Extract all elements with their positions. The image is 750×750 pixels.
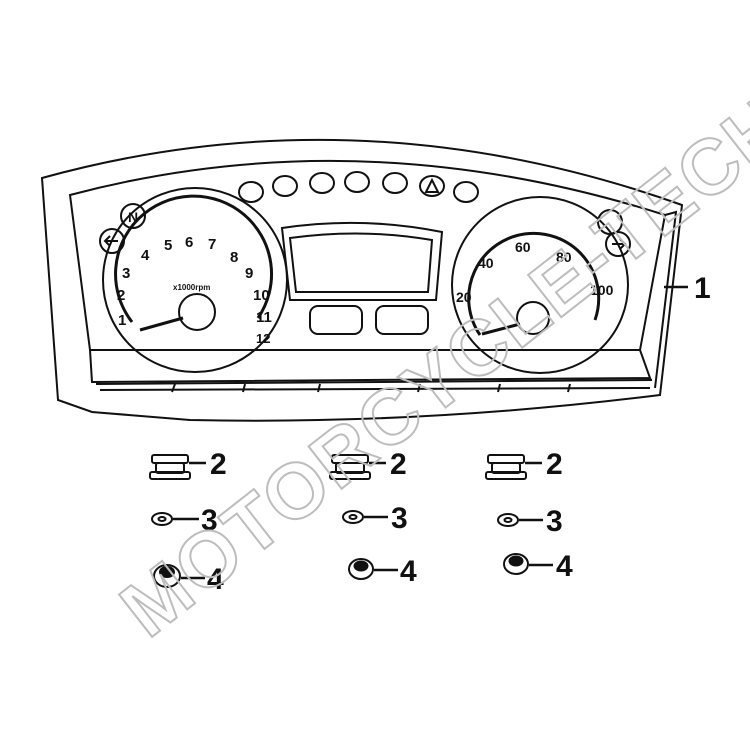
tach-number: 12 [256,331,270,346]
washer-part [497,513,543,527]
callout-4: 4 [556,550,573,583]
grommet-part [485,454,542,480]
callout-4: 4 [207,563,224,596]
indicator-temp [382,172,408,194]
tachometer-tick-arc [114,194,273,323]
tach-number: 5 [164,237,172,254]
indicator-warning [419,175,445,197]
tach-unit-label: x1000rpm [173,283,210,292]
grommets [149,454,542,480]
indicator-lamps [238,171,479,203]
nut-part [153,564,205,588]
speed-number: 20 [456,289,472,305]
callout-3: 3 [546,505,563,538]
washer-part [342,510,388,524]
callout-2: 2 [546,448,563,481]
cluster-housing-outer [40,138,684,422]
turn-right-arrow-icon [612,238,627,250]
tach-number: 8 [230,249,238,266]
instrument-cluster [40,138,688,422]
tach-number: 11 [256,309,272,326]
tach-number: 4 [141,247,150,264]
speedometer-dial [451,196,629,374]
tach-number: 2 [117,287,125,304]
speedometer-hub [516,301,550,335]
lcd-button-right [375,305,429,335]
speed-number: 100 [590,282,614,298]
tachometer-needle [139,316,184,332]
indicator-fuel [453,181,479,203]
neutral-indicator [120,203,146,229]
lcd-display [280,221,444,301]
turn-left-arrow-icon [103,235,118,247]
lcd-button-left [309,305,363,335]
indicator-low-beam [238,181,264,203]
tach-number: 3 [122,265,130,282]
neutral-indicator-label: N [128,209,138,225]
tachometer-hub [178,293,216,331]
grommet-part [149,454,206,480]
nut-part [348,558,398,580]
turn-right-indicator [605,231,631,257]
tach-number: 9 [245,265,253,282]
tach-number: 6 [185,234,193,251]
callout-2: 2 [210,448,227,481]
callout-2: 2 [390,448,407,481]
indicator-high-beam [272,175,298,197]
indicator-oil [344,171,370,193]
speedometer-needle [481,322,521,336]
washer-part [151,512,199,526]
tach-number: 1 [118,312,126,329]
nuts [153,553,553,588]
indicator-engine [309,172,335,194]
tachometer-numbers: 1 2 3 4 5 6 7 8 9 10 11 12 x1000rpm [117,234,272,346]
turn-left-indicator [99,228,125,254]
callout-4: 4 [400,555,417,588]
washers [151,510,543,527]
speed-number: 80 [556,249,572,265]
callout-3: 3 [201,504,218,537]
speed-number: 40 [478,255,494,271]
cluster-housing-inner [68,159,667,351]
speed-number: 60 [515,239,531,255]
nut-part [503,553,553,575]
grommet-part [329,454,386,480]
callout-1: 1 [694,272,711,305]
speedometer-tick-arc [467,231,601,336]
speedometer-numbers: 20 40 60 80 100 [456,239,614,305]
tach-number: 7 [208,236,216,253]
tach-number: 10 [253,287,270,304]
bezel-segments [171,383,571,393]
callout-3: 3 [391,502,408,535]
cluster-bezel-lower [88,349,652,384]
